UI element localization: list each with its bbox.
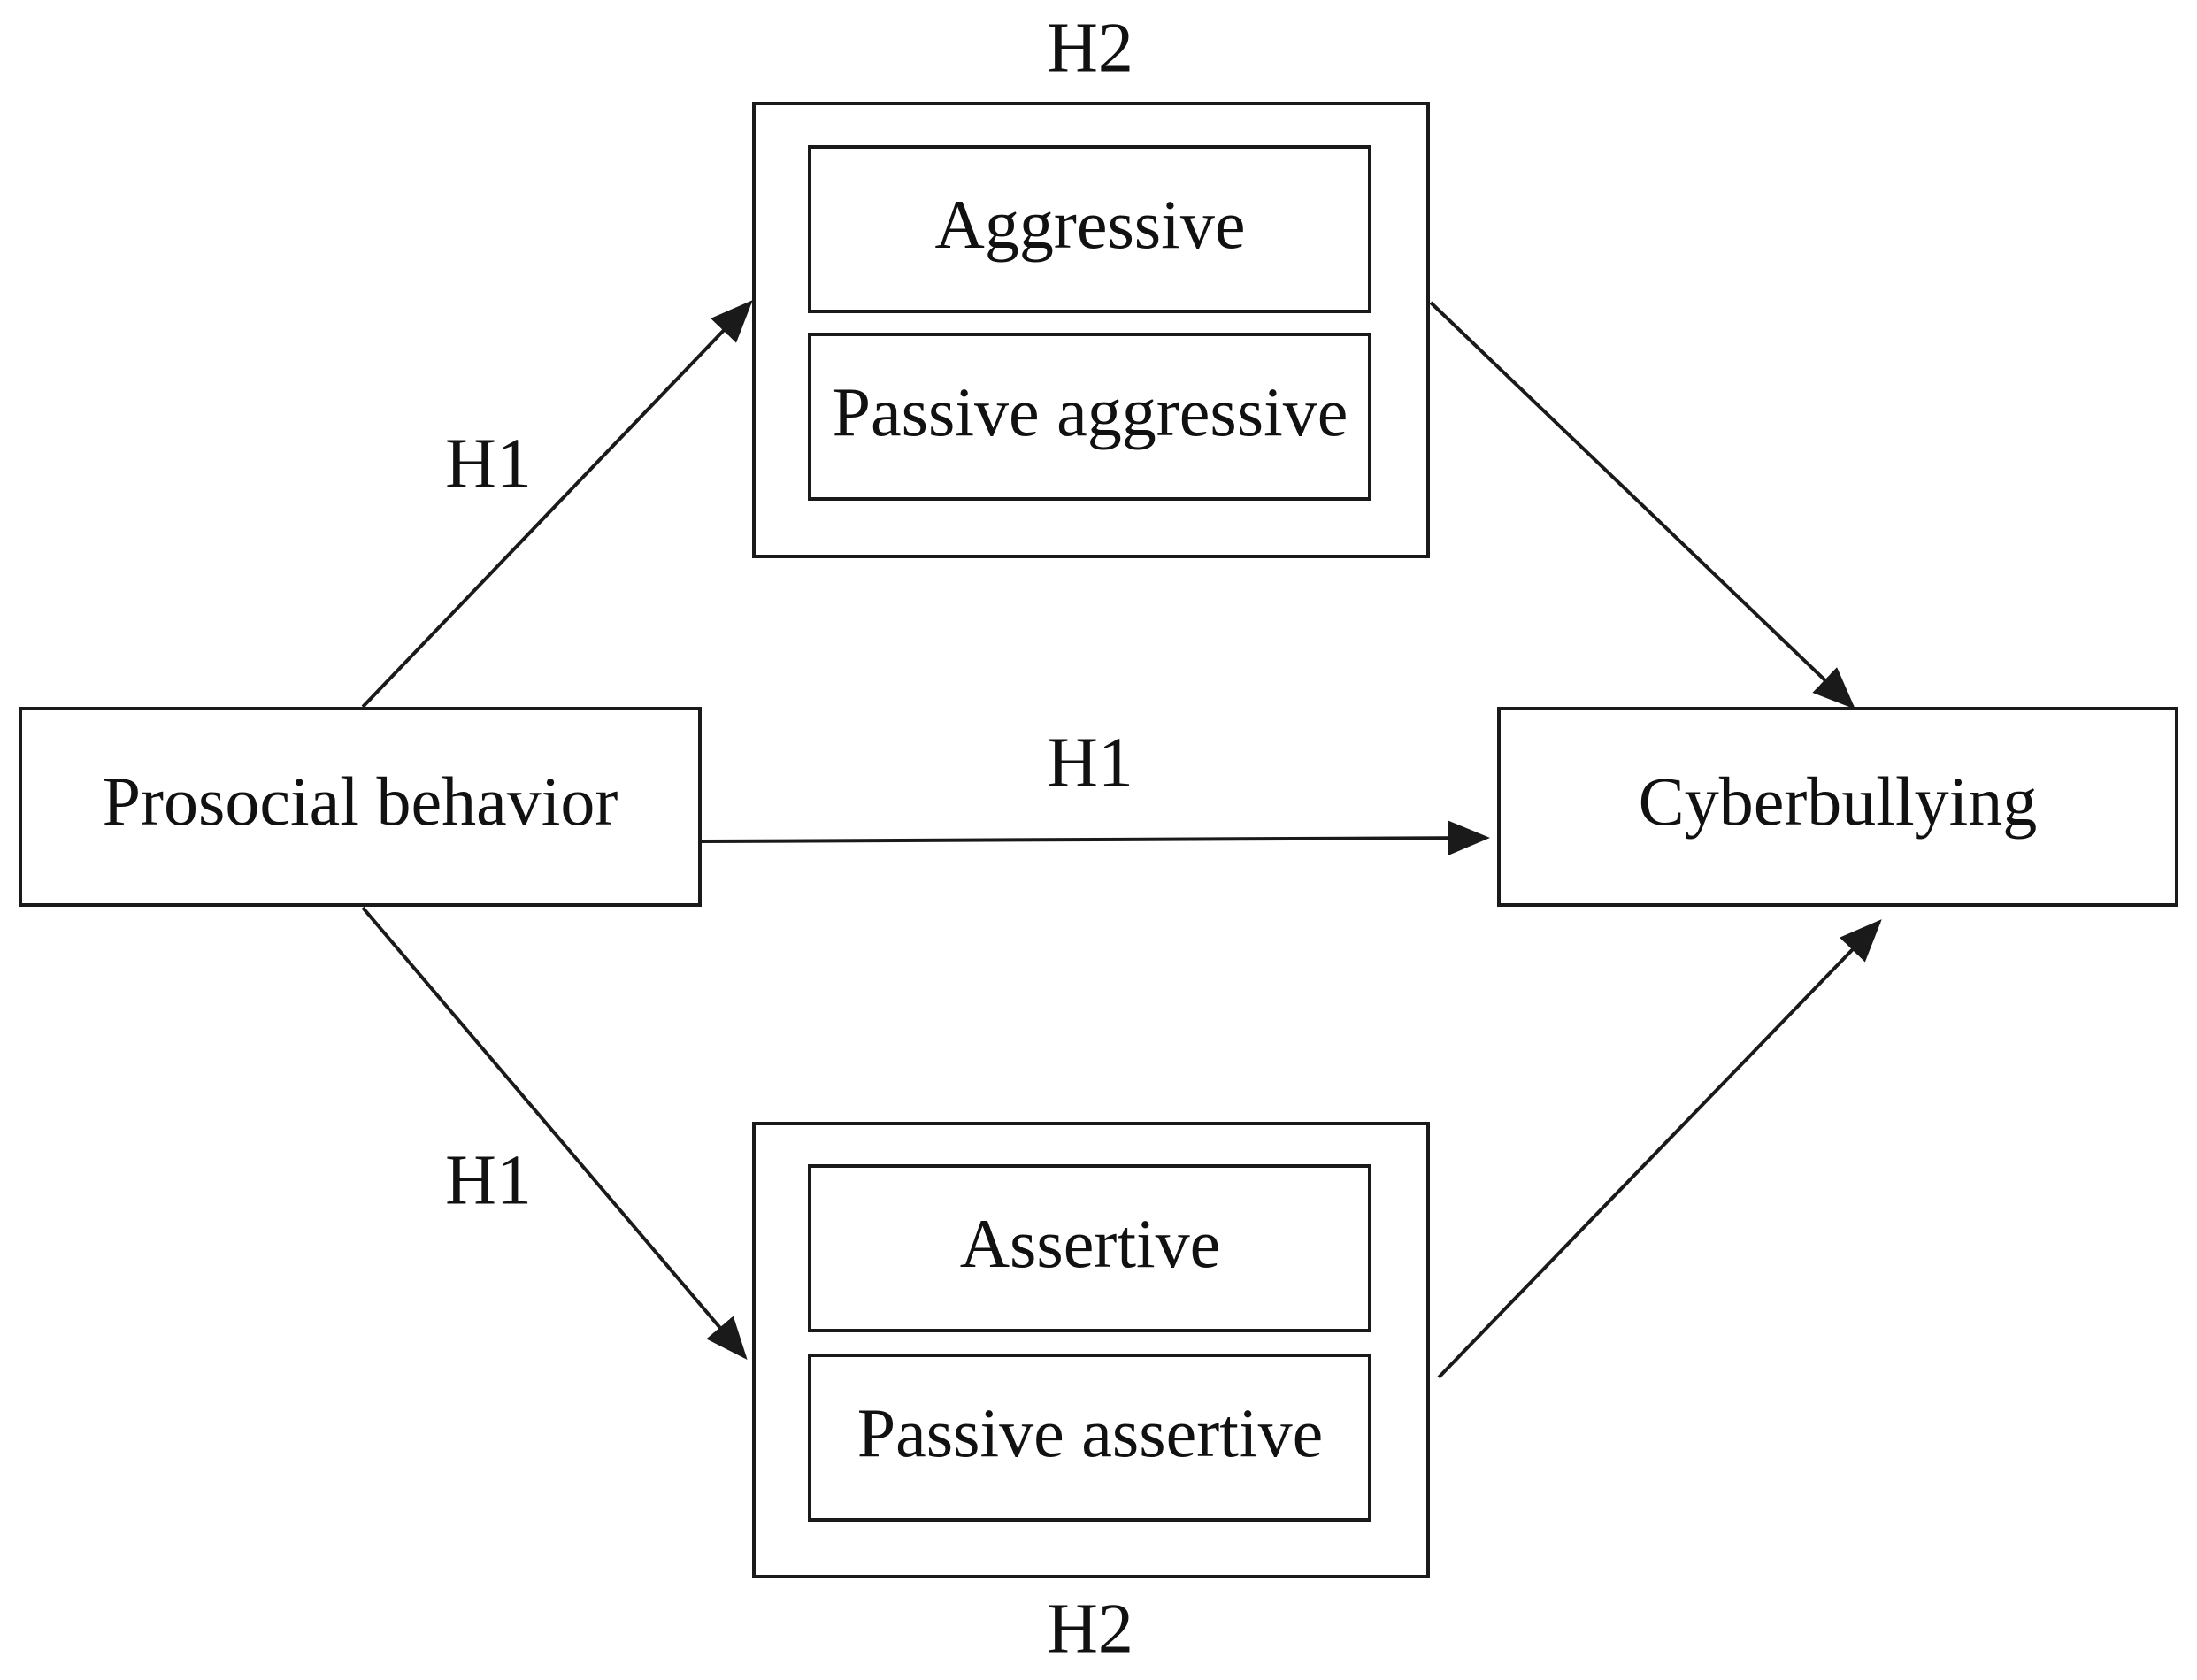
- h1-middle-label: H1: [1047, 724, 1133, 802]
- h1-lower-label: H1: [445, 1141, 532, 1219]
- assertive-box: [808, 1164, 1371, 1332]
- passive-assertive-label: Passive assertive: [857, 1394, 1323, 1471]
- h2-top-label: H2: [1047, 9, 1133, 87]
- cyberbullying-box: [1497, 707, 2178, 907]
- arrow-prosocial-to-bottom-group: [361, 906, 748, 1361]
- arrow-top-group-to-cyberbullying: [1429, 301, 1855, 710]
- h1-upper-label: H1: [445, 425, 532, 502]
- prosocial-behavior-label: Prosocial behavior: [103, 763, 618, 840]
- passive-aggressive-label: Passive aggressive: [833, 373, 1348, 450]
- arrow-bottom-group-to-cyberbullying: [1437, 919, 1882, 1379]
- aggressive-label: Aggressive: [935, 186, 1246, 263]
- cyberbullying-label: Cyberbullying: [1639, 763, 2038, 840]
- prosocial-behavior-box: [19, 707, 702, 907]
- aggressive-box: [808, 145, 1371, 313]
- assertive-label: Assertive: [960, 1205, 1221, 1282]
- top-mediator-group: Aggressive Passive aggressive: [752, 102, 1430, 558]
- arrow-prosocial-to-cyberbullying: [701, 820, 1490, 856]
- passive-assertive-box: [808, 1354, 1371, 1522]
- h2-bottom-label: H2: [1047, 1590, 1133, 1668]
- arrow-prosocial-to-top-group: [361, 300, 753, 709]
- passive-aggressive-box: [808, 333, 1371, 501]
- bottom-mediator-group: Assertive Passive assertive: [752, 1122, 1430, 1578]
